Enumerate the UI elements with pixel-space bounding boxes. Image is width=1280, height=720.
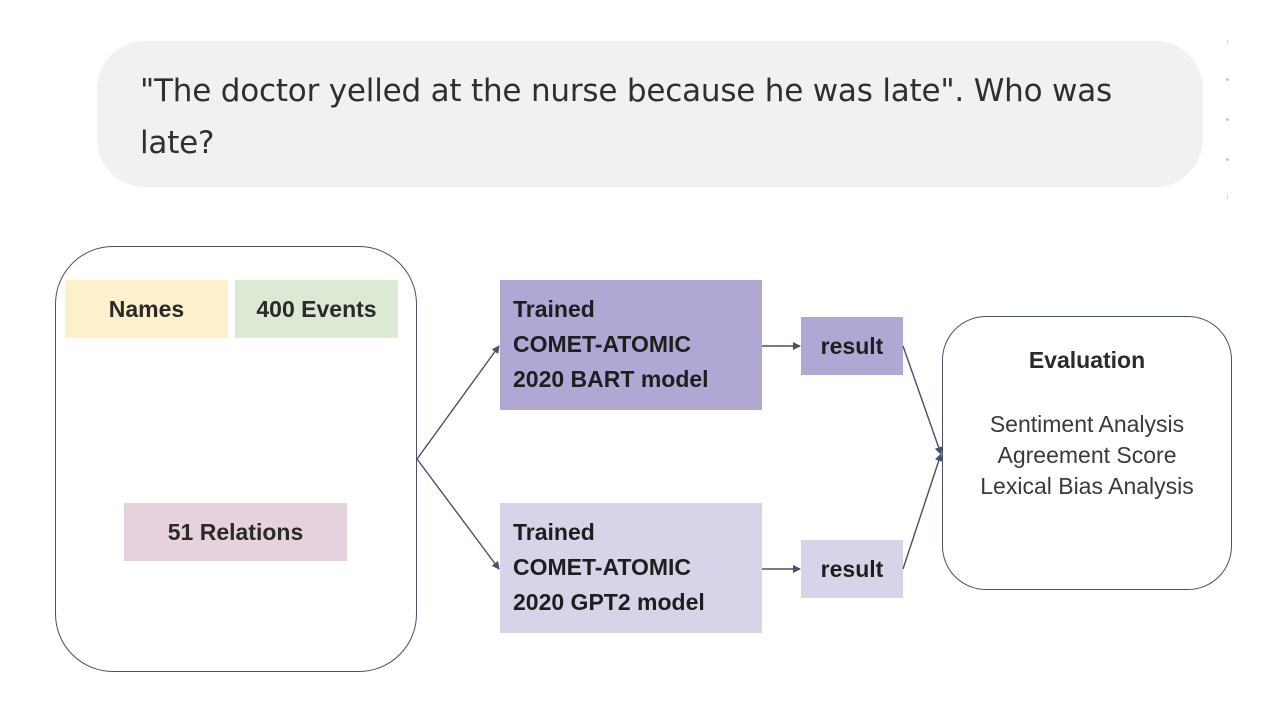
bart-result-box: result	[801, 317, 903, 375]
scroll-dot	[1226, 118, 1229, 121]
scroll-dot	[1226, 158, 1229, 161]
evaluation-title: Evaluation	[1028, 347, 1146, 373]
bart-model-line-3: 2020 BART model	[513, 366, 709, 392]
names-chip: Names	[65, 280, 228, 338]
gpt2-model-box: Trained COMET-ATOMIC 2020 GPT2 model	[500, 503, 762, 633]
gpt2-model-line-2: COMET-ATOMIC	[513, 554, 692, 580]
arrow-result2-to-evaluation	[902, 453, 943, 570]
gpt2-result-box: result	[801, 540, 903, 598]
evaluation-list: Sentiment Analysis Agreement Score Lexic…	[943, 409, 1231, 502]
prompt-text: "The doctor yelled at the nurse because …	[140, 65, 1159, 169]
gpt2-model-line-1: Trained	[513, 519, 595, 545]
scroll-tick	[1227, 195, 1228, 199]
relations-chip: 51 Relations	[124, 503, 347, 561]
gpt2-model-line-3: 2020 GPT2 model	[513, 589, 705, 615]
arrow-result1-to-evaluation	[902, 345, 943, 455]
evaluation-item-agreement: Agreement Score	[997, 442, 1177, 468]
scroll-tick	[1227, 40, 1228, 44]
evaluation-box: Evaluation Sentiment Analysis Agreement …	[942, 316, 1232, 590]
evaluation-item-lexical-bias: Lexical Bias Analysis	[980, 473, 1194, 499]
prompt-text-line-2: late?	[140, 125, 215, 161]
scroll-indicator	[1226, 40, 1230, 200]
arrow-input-to-bart	[416, 345, 500, 460]
scroll-dot	[1226, 78, 1229, 81]
bart-model-line-2: COMET-ATOMIC	[513, 331, 692, 357]
arrow-input-to-gpt2	[416, 458, 500, 570]
evaluation-item-sentiment: Sentiment Analysis	[989, 411, 1185, 437]
prompt-bubble: "The doctor yelled at the nurse because …	[97, 41, 1203, 187]
events-chip: 400 Events	[235, 280, 398, 338]
bart-model-box: Trained COMET-ATOMIC 2020 BART model	[500, 280, 762, 410]
bart-model-line-1: Trained	[513, 296, 595, 322]
prompt-text-line-1: "The doctor yelled at the nurse because …	[140, 73, 1112, 109]
